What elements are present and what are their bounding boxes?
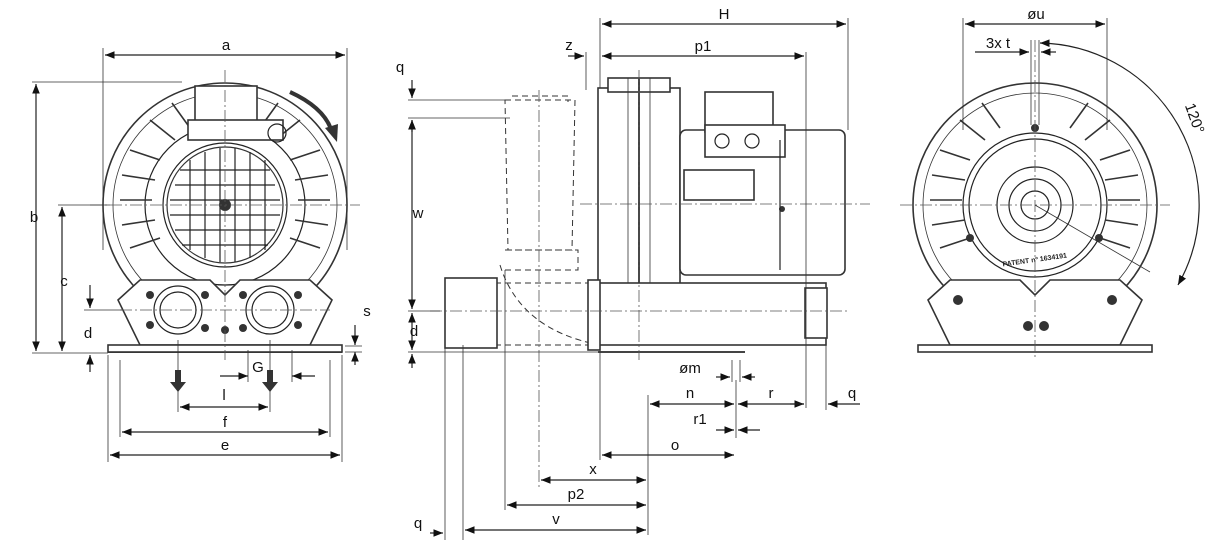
dim-angle-label: 120° <box>1181 101 1208 136</box>
cooling-fins <box>120 102 330 249</box>
dim-c-label: c <box>60 273 68 290</box>
dim-q-top-label: q <box>396 59 404 76</box>
dim-d-label: d <box>84 325 92 342</box>
dim-r-label: r <box>769 385 774 402</box>
front-view: a b c d e f l <box>30 37 360 462</box>
dim-ou-label: øu <box>1027 6 1045 23</box>
dim-x-label: x <box>589 461 597 478</box>
dim-v-label: v <box>552 511 560 528</box>
dim-t-label: 3x t <box>986 35 1011 52</box>
dim-r1-label: r1 <box>693 411 706 428</box>
dim-H-label: H <box>719 6 730 23</box>
dim-p2-label: p2 <box>568 486 585 503</box>
dim-b-label: b <box>30 209 38 226</box>
dim-z-label: z <box>565 37 573 54</box>
dim-o-label: o <box>671 437 679 454</box>
side-view: H z p1 q w d s øm <box>345 6 870 540</box>
dim-l-label: l <box>222 387 225 404</box>
dim-p1-label: p1 <box>695 38 712 55</box>
dim-f-label: f <box>223 414 228 431</box>
dim-a-label: a <box>222 37 231 54</box>
dim-e-label: e <box>221 437 229 454</box>
outlet-arrow-icon <box>262 370 278 392</box>
dim-w-label: w <box>412 205 424 222</box>
dim-s-label: s <box>363 303 371 320</box>
dim-G-label: G <box>252 359 264 376</box>
dim-q-right-label: q <box>848 385 856 402</box>
inlet-arrow-icon <box>170 370 186 392</box>
dim-d-side-label: d <box>410 323 418 340</box>
dim-n-label: n <box>686 385 694 402</box>
dim-q-bottom-label: q <box>414 515 422 532</box>
dim-om-label: øm <box>679 360 701 377</box>
rear-view: PATENT nº 1634191 øu 3x t 120° <box>900 6 1208 360</box>
